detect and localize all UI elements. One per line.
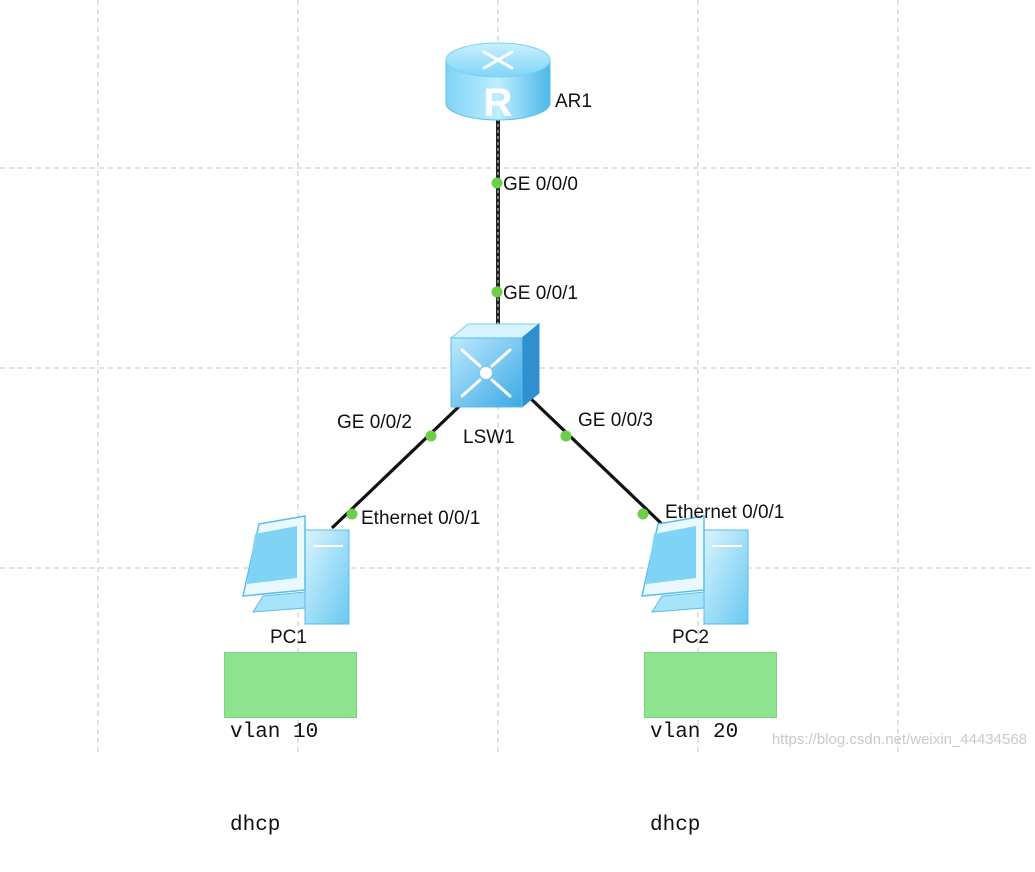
port-dot-lsw1-ge001 — [492, 287, 503, 298]
pc-icon[interactable] — [243, 516, 349, 624]
watermark: https://blog.csdn.net/weixin_44434568 — [772, 731, 1027, 748]
pc2-label: PC2 — [672, 627, 709, 648]
pc2-note: vlan 20 dhcp — [644, 652, 777, 718]
port-dot-pc2-eth — [638, 509, 649, 520]
port-label-ar1-ge000: GE 0/0/0 — [503, 174, 578, 195]
port-label-lsw1-ge001: GE 0/0/1 — [503, 283, 578, 304]
svg-text:R: R — [484, 81, 513, 125]
router-label: AR1 — [555, 91, 592, 112]
pc1-note-vlan: vlan 10 — [230, 717, 356, 748]
port-label-pc1-eth: Ethernet 0/0/1 — [361, 508, 480, 529]
pc2-note-vlan: vlan 20 — [650, 717, 776, 748]
port-label-pc2-eth: Ethernet 0/0/1 — [665, 502, 784, 523]
router-icon[interactable]: R — [446, 43, 550, 125]
pc1-note-dhcp: dhcp — [230, 810, 356, 841]
port-dot-ar1-ge000 — [492, 178, 503, 189]
pc1-label: PC1 — [270, 627, 307, 648]
pc1-note: vlan 10 dhcp — [224, 652, 357, 718]
port-dot-pc1-eth — [347, 509, 358, 520]
port-label-lsw1-ge003: GE 0/0/3 — [578, 410, 653, 431]
port-dot-lsw1-ge003 — [561, 431, 572, 442]
pc-icon[interactable] — [642, 516, 748, 624]
pc2-note-dhcp: dhcp — [650, 810, 776, 841]
topology-canvas: R AR1 LSW1 PC1 PC2 GE 0/0/0 GE 0/0/1 GE … — [0, 0, 1035, 754]
port-dot-lsw1-ge002 — [426, 431, 437, 442]
switch-label: LSW1 — [463, 427, 515, 448]
switch-icon[interactable] — [451, 324, 539, 407]
port-label-lsw1-ge002: GE 0/0/2 — [337, 412, 412, 433]
